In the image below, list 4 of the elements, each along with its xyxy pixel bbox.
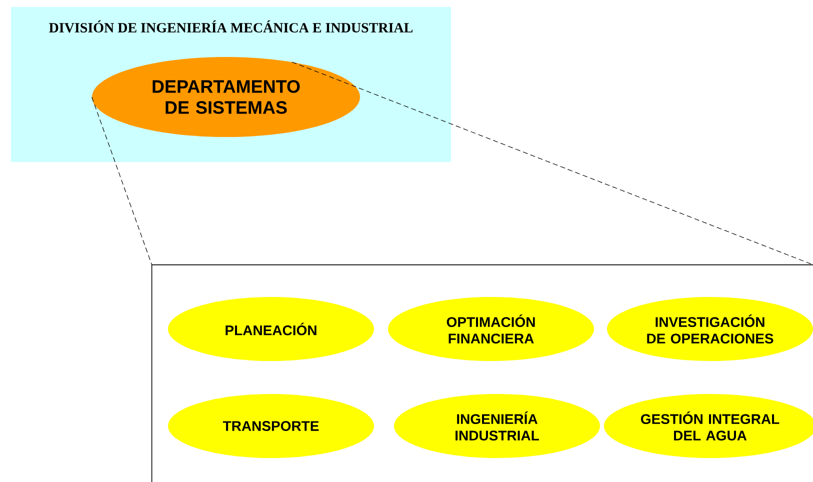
panel-title: DIVISIÓN DE INGENIERÍA MECÁNICA E INDUSTRIAL — [49, 20, 413, 33]
open-box — [151, 264, 813, 482]
zoom-line — [92, 96, 152, 266]
zoom-line — [292, 62, 813, 266]
